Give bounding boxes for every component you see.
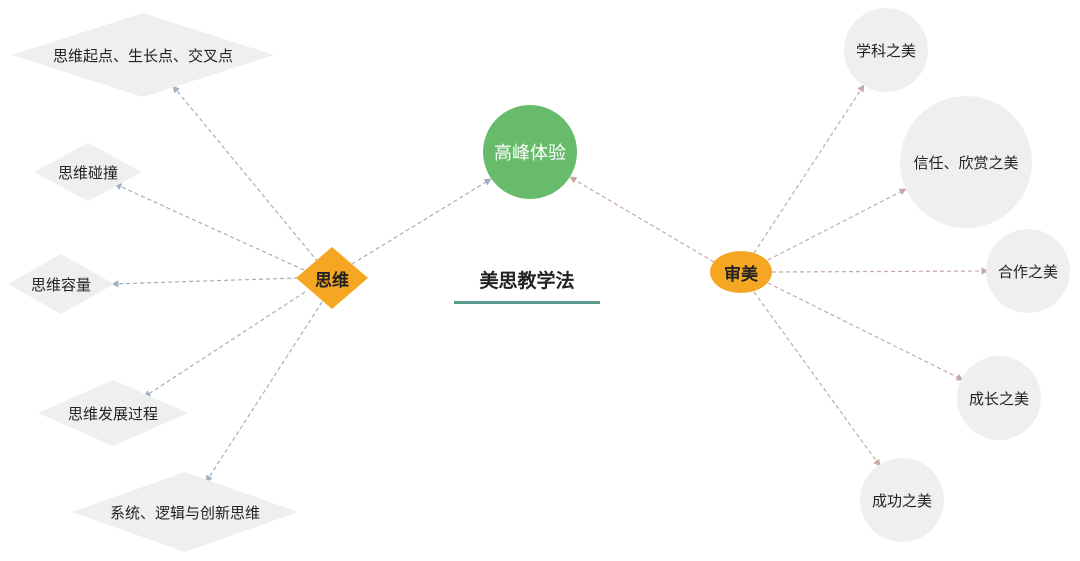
edge-aesthetic-to-item-5 xyxy=(753,291,881,467)
edge-aesthetic-to-item-1 xyxy=(753,84,865,254)
aesthetic-hub: 审美 xyxy=(710,251,772,293)
thinking-item-5: 系统、逻辑与创新思维 xyxy=(72,472,298,552)
aesthetic-hub-label: 审美 xyxy=(724,264,758,285)
title-underline xyxy=(454,301,600,304)
diamond-shape xyxy=(34,143,142,201)
aesthetic-item-4: 成长之美 xyxy=(957,356,1041,440)
thinking-item-3-label: 思维容量 xyxy=(30,275,91,294)
peak-experience-node: 高峰体验 xyxy=(483,105,577,199)
diamond-shape xyxy=(296,247,368,309)
edge-aesthetic-to-item-2 xyxy=(767,188,907,261)
edge-thinking-to-center xyxy=(351,178,492,265)
aesthetic-item-1-label: 学科之美 xyxy=(855,41,916,60)
edge-thinking-to-item-2 xyxy=(114,183,305,271)
diamond-shape xyxy=(12,13,274,97)
edge-aesthetic-to-item-3 xyxy=(771,267,989,275)
thinking-hub-label: 思维 xyxy=(315,270,349,291)
aesthetic-item-3-label: 合作之美 xyxy=(997,262,1058,281)
aesthetic-item-3: 合作之美 xyxy=(986,229,1070,313)
thinking-item-1-label: 思维起点、生长点、交叉点 xyxy=(52,46,233,65)
edge-thinking-to-item-3 xyxy=(111,277,299,288)
thinking-item-4-label: 思维发展过程 xyxy=(67,404,158,423)
diagram-title: 美思教学法 xyxy=(479,270,575,292)
thinking-item-2-label: 思维碰撞 xyxy=(57,163,118,182)
aesthetic-item-2-label: 信任、欣赏之美 xyxy=(913,153,1019,172)
peak-experience-label: 高峰体验 xyxy=(494,143,566,164)
thinking-item-4: 思维发展过程 xyxy=(38,380,188,446)
edge-thinking-to-item-1 xyxy=(172,85,319,263)
diamond-shape xyxy=(38,380,188,446)
thinking-item-3: 思维容量 xyxy=(8,254,114,314)
thinking-item-1: 思维起点、生长点、交叉点 xyxy=(12,13,274,97)
edge-aesthetic-to-center xyxy=(569,176,715,263)
aesthetic-item-5: 成功之美 xyxy=(860,458,944,542)
diamond-shape xyxy=(8,254,114,314)
aesthetic-item-1: 学科之美 xyxy=(844,8,928,92)
edge-aesthetic-to-item-4 xyxy=(767,282,964,381)
thinking-item-5-label: 系统、逻辑与创新思维 xyxy=(109,503,260,522)
diamond-shape xyxy=(72,472,298,552)
thinking-hub: 思维 xyxy=(296,247,368,309)
diagram-title-block: 美思教学法 xyxy=(454,262,600,306)
edge-thinking-to-item-5 xyxy=(205,301,323,483)
aesthetic-item-2: 信任、欣赏之美 xyxy=(900,96,1032,228)
aesthetic-item-4-label: 成长之美 xyxy=(968,389,1029,408)
thinking-item-2: 思维碰撞 xyxy=(34,143,142,201)
aesthetic-item-5-label: 成功之美 xyxy=(871,491,932,510)
